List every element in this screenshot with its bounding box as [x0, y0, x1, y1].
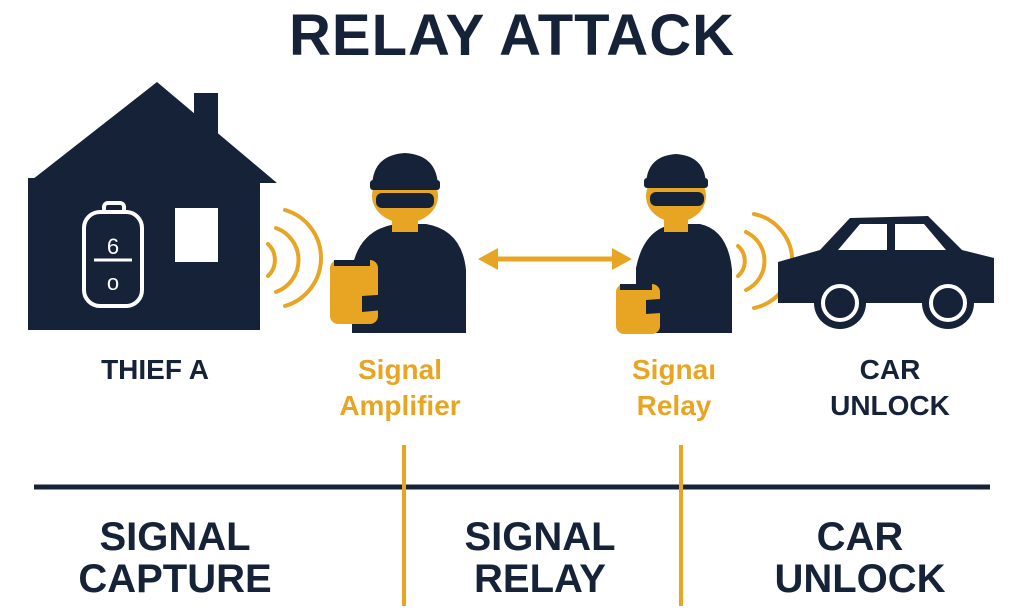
device-icon — [330, 260, 378, 324]
key-fob-icon: 6 o — [82, 201, 144, 308]
actor-label-line: Amplifier — [339, 390, 461, 421]
actor-label-line: UNLOCK — [830, 390, 950, 421]
actor-label-line: THIEF A — [101, 354, 209, 385]
actor-label-line: CAR — [859, 354, 921, 385]
double-arrow-icon — [478, 248, 632, 270]
stage-label-line: SIGNAL — [464, 515, 616, 559]
actor-label-signal-amplifier: Signal Amplifier — [300, 352, 500, 424]
signal-waves-icon — [266, 208, 323, 308]
car-icon — [778, 216, 994, 329]
house-icon — [28, 82, 277, 330]
stage-label-line: RELAY — [474, 557, 606, 601]
device-icon — [616, 284, 660, 334]
stage-label-line: CAPTURE — [78, 557, 272, 601]
key-fob-bottom-glyph: o — [107, 270, 119, 295]
stage-label-signal-capture: SIGNAL CAPTURE — [60, 516, 290, 600]
thief-icon — [636, 154, 732, 333]
stage-label-line: SIGNAL — [99, 515, 251, 559]
key-fob-top-glyph: 6 — [107, 234, 119, 259]
actor-label-line: Signaı — [631, 354, 716, 385]
actor-label-thief-a: THIEF A — [60, 352, 250, 388]
actor-label-signal-relay: Signaı Relay — [574, 352, 774, 424]
arm — [362, 292, 424, 312]
actor-label-line: Relay — [636, 390, 712, 421]
actor-label-car-unlock: CAR UNLOCK — [790, 352, 990, 424]
stage-label-car-unlock: CAR UNLOCK — [740, 516, 980, 600]
stage-label-line: UNLOCK — [774, 557, 946, 601]
arm — [646, 296, 704, 314]
page-title: RELAY ATTACK — [289, 3, 735, 68]
actor-label-line: Signal — [357, 354, 442, 385]
stage-label-line: CAR — [816, 515, 904, 559]
stage-label-signal-relay: SIGNAL RELAY — [420, 516, 660, 600]
